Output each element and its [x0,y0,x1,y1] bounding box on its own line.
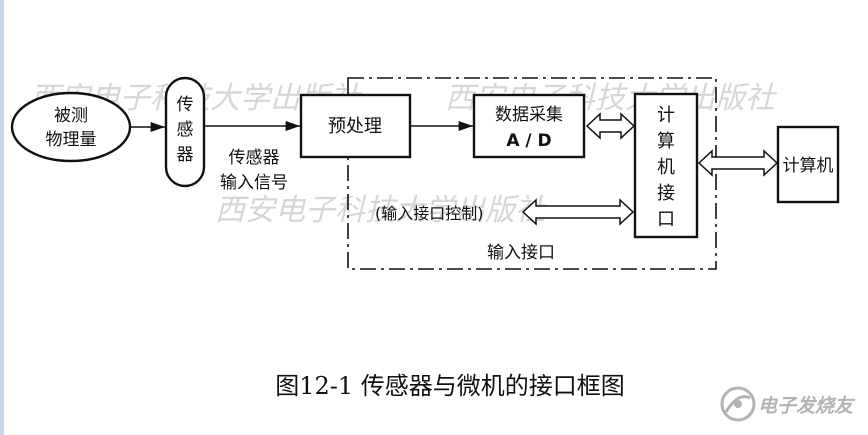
computer-interface-char-2: 算 [657,131,675,152]
sensor-char-1: 传 [177,95,194,115]
figure-caption: 图12-1 传感器与微机的接口框图 [275,372,625,400]
input-interface-label: 输入接口 [487,243,555,263]
double-arrow-interface-computer [697,149,779,177]
computer-label: 计算机 [783,156,834,176]
sensor-char-2: 感 [177,120,194,140]
input-interface-boundary [347,77,717,270]
site-logo: 电子发烧友 [720,386,856,422]
logo-mark-icon [720,386,756,422]
interface-control-label: (输入接口控制) [375,204,484,223]
watermark-line-3: 西安电子科技大学出版社 [215,193,548,228]
computer-interface-char-5: 口 [657,209,675,230]
sensor-signal-label-line-2: 输入信号 [220,173,288,193]
computer-interface-char-1: 计 [657,105,675,126]
computer-interface-node: 计 算 机 接 口 [633,92,699,239]
sensor-signal-label-line-1: 传感器 [229,148,280,168]
measured-quantity-line-1: 被测 [54,106,88,126]
logo-text: 电子发烧友 [758,395,856,417]
double-arrow-control-interface [521,198,635,226]
data-acquisition-line-1: 数据采集 [495,105,563,125]
left-border [0,0,4,435]
double-arrow-acquisition-interface [585,112,636,140]
measured-quantity-node: 被测 物理量 [10,91,132,163]
sensor-node: 传 感 器 [164,76,206,188]
sensor-char-3: 器 [177,145,194,165]
computer-node: 计算机 [776,125,840,204]
data-acquisition-line-2: A / D [506,131,551,151]
preprocess-label: 预处理 [328,116,382,137]
measured-quantity-line-2: 物理量 [46,130,97,150]
data-acquisition-node: 数据采集 A / D [472,93,586,159]
computer-interface-char-3: 机 [657,157,675,178]
computer-interface-char-4: 接 [657,183,675,204]
preprocess-node: 预处理 [299,93,412,159]
